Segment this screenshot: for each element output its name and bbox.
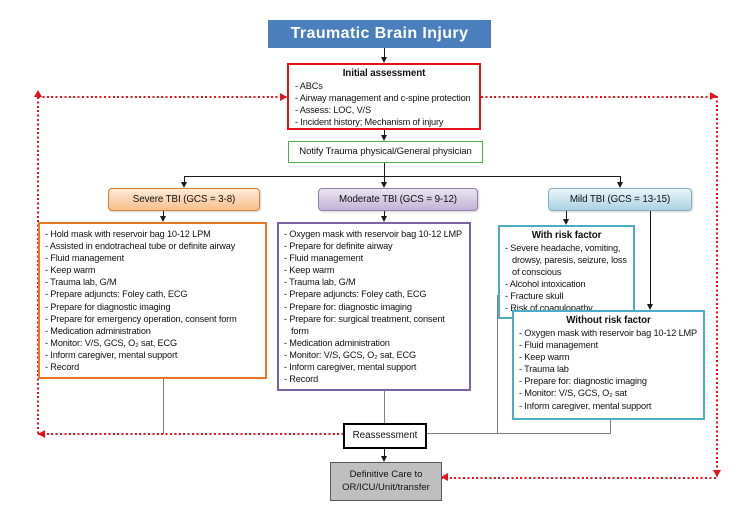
feedback-dashed-line [481,96,717,98]
list-item: - Inform caregiver, mental support [284,362,417,373]
list-item: - ABCs [295,81,323,91]
moderate-treatment-box: - Oxygen mask with reservoir bag 10-12 L… [277,222,471,392]
moderate-tbi-header: Moderate TBI (GCS = 9-12) [318,188,478,211]
severe-treatment-list: - Hold mask with reservoir bag 10-12 LPM… [45,228,260,373]
connector-line [650,211,651,305]
initial-assessment-list: - ABCs - Airway management and c-spine pr… [295,80,473,128]
arrow-down-icon [647,304,653,310]
arrow-down-icon [381,57,387,63]
list-item: - Record [284,374,319,385]
list-item: - Prepare for: surgical treatment, conse… [284,313,445,336]
arrow-down-icon [381,216,387,222]
list-item: - Prepare for: diagnostic imaging [519,376,647,387]
list-item: - Monitor: V/S, GCS, O₂ sat, ECG [284,349,417,360]
without-risk-factor-title: Without risk factor [566,315,651,326]
arrow-down-icon [381,182,387,188]
list-item: - Keep warm [284,265,335,276]
reassessment-box: Reassessment [343,423,427,449]
connector-line [384,360,385,423]
arrow-down-icon [713,470,721,477]
connector-line [384,130,385,137]
initial-assessment-title: Initial assessment [342,68,426,79]
connector-line [184,176,620,177]
list-item: - Record [45,362,80,373]
arrow-down-icon [160,216,166,222]
list-item: - Prepare adjuncts: Foley cath, ECG [45,289,188,300]
feedback-dashed-line [716,96,718,478]
arrow-down-icon [381,135,387,141]
list-item: - Medication administration [284,337,390,348]
list-item: - Severe headache, vomiting, drowsy, par… [505,243,627,278]
list-item: - Trauma lab [519,364,569,375]
arrow-right-icon [710,92,717,100]
connector-line [420,433,611,434]
arrow-down-icon [617,182,623,188]
without-risk-factor-list: - Oxygen mask with reservoir bag 10-12 L… [519,327,698,412]
mild-tbi-header: Mild TBI (GCS = 13-15) [548,188,692,211]
list-item: - Fluid management [519,340,599,351]
connector-line [163,360,164,434]
list-item: - Prepare for diagnostic imaging [45,301,171,312]
list-item: - Fluid management [284,253,364,264]
connector-line [620,176,621,183]
severe-tbi-header: Severe TBI (GCS = 3-8) [108,188,260,211]
feedback-dashed-line [441,477,718,479]
arrow-down-icon [563,219,569,225]
list-item: - Medication administration [45,325,151,336]
initial-assessment-box: Initial assessment - ABCs - Airway manage… [287,63,481,130]
connector-line [384,47,385,59]
list-item: - Keep warm [45,265,96,276]
connector-line [566,211,567,220]
arrow-down-icon [381,456,387,462]
arrow-up-icon [34,90,42,97]
list-item: - Alcohol intoxication [505,279,586,290]
list-item: - Prepare for: diagnostic imaging [284,301,412,312]
connector-line [384,163,385,177]
list-item: - Trauma lab, G/M [45,277,117,288]
list-item: - Oxygen mask with reservoir bag 10-12 L… [519,328,698,338]
list-item: - Hold mask with reservoir bag 10-12 LPM [45,229,211,239]
list-item: - Incident history; Mechanism of injury [295,117,444,128]
feedback-dashed-line [38,433,348,435]
arrow-left-icon [38,430,45,438]
list-item: - Monitor: V/S, GCS, O₂ sat, ECG [45,337,178,348]
list-item: - Prepare for definite airway [284,241,393,252]
list-item: - Prepare for emergency operation, conse… [45,313,237,324]
with-risk-factor-title: With risk factor [531,230,602,241]
list-item: - Oxygen mask with reservoir bag 10-12 L… [284,229,463,239]
moderate-treatment-list: - Oxygen mask with reservoir bag 10-12 L… [284,228,464,385]
list-item: - Monitor: V/S, GCS, O₂ sat [519,388,627,399]
arrow-right-icon [280,93,287,101]
without-risk-factor-box: Without risk factor - Oxygen mask with r… [512,310,705,420]
connector-line [184,176,185,183]
list-item: - Risk of coagulopathy [505,303,593,314]
list-item: - Airway management and c-spine protecti… [295,93,471,104]
list-item: - Keep warm [519,352,570,363]
list-item: - Assess: LOC, V/S [295,105,371,116]
arrow-down-icon [181,182,187,188]
list-item: - Trauma lab, G/M [284,277,356,288]
with-risk-factor-list: - Severe headache, vomiting, drowsy, par… [505,242,628,315]
definitive-care-box: Definitive Care to OR/ICU/Unit/transfer [330,462,442,501]
severe-treatment-box: - Hold mask with reservoir bag 10-12 LPM… [38,222,267,380]
connector-line [497,295,498,434]
page-title: Traumatic Brain Injury [268,20,491,48]
with-risk-factor-box: With risk factor - Severe headache, vomi… [498,225,635,319]
list-item: - Fluid management [45,253,125,264]
connector-line [610,408,611,434]
list-item: - Fracture skull [505,291,564,302]
connector-line [384,211,385,217]
feedback-dashed-line [38,96,287,98]
connector-line [384,449,385,457]
list-item: - Assisted in endotracheal tube or defin… [45,241,236,252]
connector-line [384,176,385,183]
arrow-left-icon [441,473,448,481]
notify-physician-box: Notify Trauma physical/General physician [288,141,483,163]
connector-line [163,211,164,217]
list-item: - Inform caregiver, mental support [45,349,178,360]
list-item: - Prepare adjuncts: Foley cath, ECG [284,289,427,300]
list-item: - Inform caregiver, mental support [519,400,652,411]
